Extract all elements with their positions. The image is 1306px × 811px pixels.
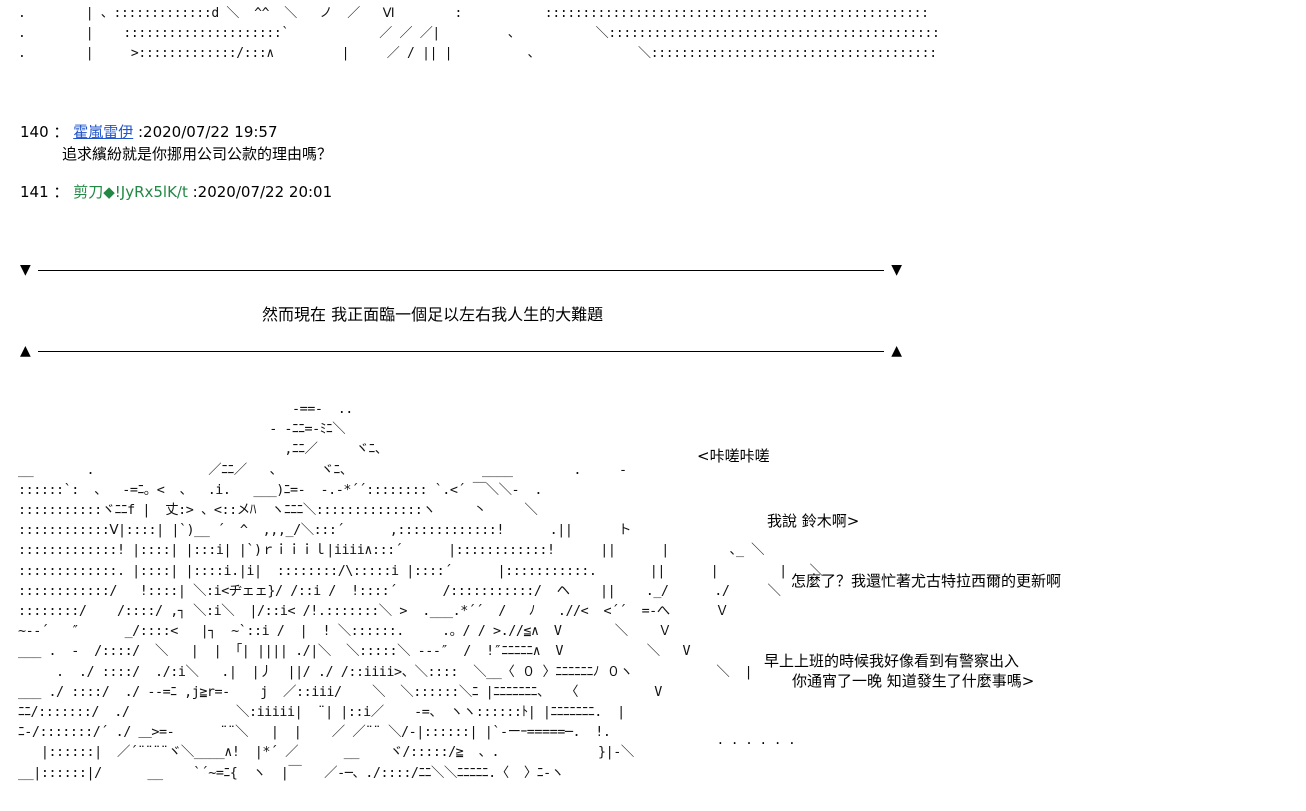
ascii-art-top: . | 、:::::::::::::d ＼ ^^ ＼ ノ ／ Ⅵ : :::::…: [18, 4, 940, 64]
art-line: __|::::::|/ __ `´~=ﾆ{ ヽ |￣ ／-─、./::::/ﾆﾆ…: [18, 765, 564, 781]
divider-line: [38, 351, 884, 352]
poster-name-trip: 剪刀◆!JyRx5lK/t: [73, 183, 188, 201]
post-number: 141: [20, 183, 49, 201]
art-line: - -ﾆﾆ=-ﾐﾆ＼: [18, 422, 346, 438]
art-line: ::::::`: 、 -=ﾆ。< 、 .i. ___)ﾆ=- -.-*´´:::…: [18, 482, 543, 498]
art-line: ,ﾆﾆ／ ヾﾆ、: [18, 442, 388, 458]
art-line: __ . ／ﾆﾆ／ 、 ヾﾆ、 ____ . -: [18, 462, 627, 478]
art-line: ___ ./ ::::/ ./ --=ﾆ ,j≧r=- j ／::iii/ ＼ …: [18, 684, 662, 700]
art-line: ::::::::::::/ !::::| ＼:i<ヂェェ}/ /::i / !:…: [18, 583, 781, 599]
post-separator: ：: [53, 183, 69, 201]
post-140: 140 ： 霍嵐雷伊 :2020/07/22 19:57: [20, 122, 278, 142]
art-line: . ./ ::::/ ./:i＼ .| |丿 ||/ ./ /::iiii>、＼…: [18, 664, 753, 680]
art-line: :::::::::::::! |::::| |:::i| |`)ｒｉｉｉｌ|ii…: [18, 543, 765, 559]
post-separator: ：: [53, 123, 69, 141]
post-141: 141 ： 剪刀◆!JyRx5lK/t :2020/07/22 20:01: [20, 182, 332, 202]
art-line: ﾆﾆ/:::::::/ ./ ＼:iiiii| ¨| |::i／ -=、 ヽヽ:…: [18, 705, 625, 721]
art-line: . | :::::::::::::::::::::` ／ ／ ／| 、 ＼:::…: [18, 26, 940, 41]
triangle-down-icon: ▼: [891, 262, 902, 278]
post-date: :2020/07/22 19:57: [133, 123, 278, 141]
dialogue-line: 怎麼了？我還忙著尤古特拉西爾的更新啊: [791, 572, 1062, 590]
art-line: :::::::::::ヾﾆﾆf | 丈:> 、<::メﾊ ヽﾆﾆﾆ＼::::::…: [18, 503, 538, 519]
post-140-message: 追求繽紛就是你挪用公司公款的理由嗎？: [62, 145, 333, 163]
art-line: ::::::::::::Ⅴ|::::| |`)__ ´ ^ ,,,_/＼:::´…: [18, 523, 632, 539]
divider-top: ▼ ▼: [20, 262, 902, 278]
art-line: :::::::::::::. |::::| |::::i.|i| :::::::…: [18, 563, 823, 579]
ascii-art-character: -==- .. - -ﾆﾆ=-ﾐﾆ＼ ,ﾆﾆ／ ヾﾆ、 __ . ／ﾆﾆ／ 、 …: [18, 400, 823, 784]
art-line: |::::::| ／´¨¨¨¨ヾ＼____∧! |*´ ／ __ ヾ/:::::…: [18, 745, 634, 761]
triangle-up-icon: ▲: [891, 343, 902, 359]
triangle-down-icon: ▼: [20, 262, 31, 278]
divider-bottom: ▲ ▲: [20, 343, 902, 359]
art-line: -==- ..: [18, 402, 353, 417]
dialogue-line: 我說 鈴木啊>: [767, 512, 860, 530]
post-date: :2020/07/22 20:01: [187, 183, 333, 201]
art-line: ::::::::/ /::::/ ,┐ ＼:i＼ |/::i< /!.:::::…: [18, 604, 729, 620]
poster-name-link[interactable]: 霍嵐雷伊: [73, 123, 134, 141]
art-line: ﾆ-/:::::::/´ ./ ＿>=- ¨¨＼ | | ／ ／¨¨ ＼/-|:…: [18, 725, 611, 741]
dialogue-sound-effect: <咔嗟咔嗟: [697, 447, 770, 465]
dialogue-ellipsis: . . . . . .: [718, 730, 795, 748]
triangle-up-icon: ▲: [20, 343, 31, 359]
art-line: . | >:::::::::::::/:::∧ | ／ / || | 、 ＼::…: [18, 46, 937, 61]
art-line: . | 、:::::::::::::d ＼ ^^ ＼ ノ ／ Ⅵ : :::::…: [18, 6, 929, 21]
narration-text: 然而現在 我正面臨一個足以左右我人生的大難題: [262, 305, 604, 324]
divider-line: [38, 270, 884, 271]
art-line: ~--´ ″ _/::::< |┐ ~`::i / | ! ＼::::::. .…: [18, 624, 672, 640]
art-line: ___ . - /::::/ ＼ | | 「| |||| ./|＼ ＼:::::…: [18, 644, 691, 660]
dialogue-line: 你通宵了一晚 知道發生了什麼事嗎>: [792, 672, 1035, 690]
post-number: 140: [20, 123, 49, 141]
dialogue-line: 早上上班的時候我好像看到有警察出入: [764, 652, 1020, 670]
